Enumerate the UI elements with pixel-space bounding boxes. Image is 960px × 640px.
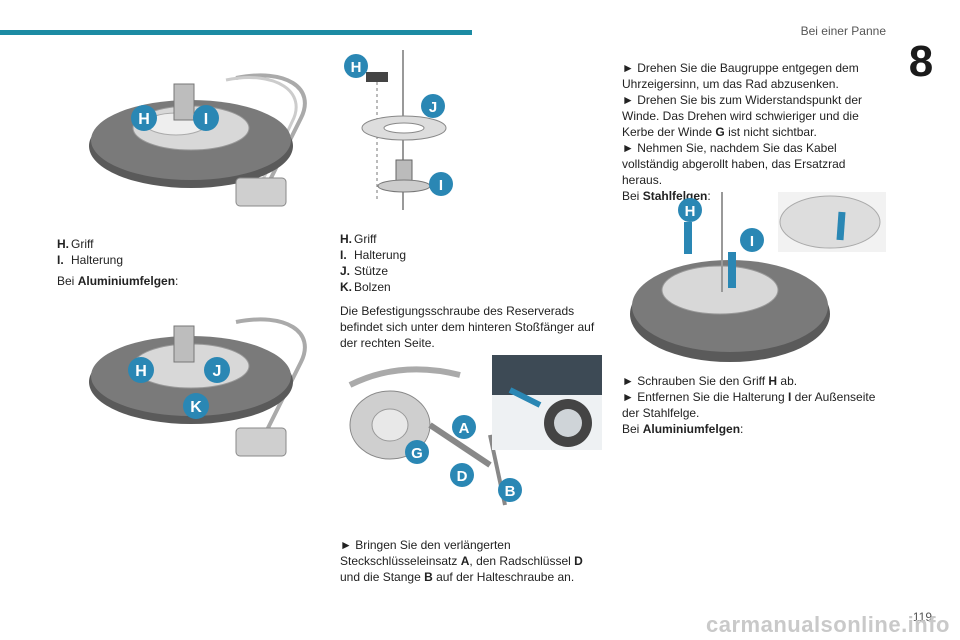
paragraph-bolt-location: Die Befestigungsschraube des Reserverads… — [340, 304, 595, 350]
legend-item: I.Halterung — [57, 253, 124, 267]
badge-k: K — [190, 399, 202, 416]
legend-col1: H.Griff I.Halterung — [57, 236, 297, 268]
badge-h: H — [351, 59, 362, 76]
badge-j: J — [429, 99, 437, 116]
badge-b: B — [505, 483, 516, 500]
figure-spare-wheel-2: H J K — [86, 300, 326, 465]
step-resistance: ► Drehen Sie bis zum Widerstandspunkt de… — [622, 93, 862, 139]
badge-g: G — [411, 445, 423, 462]
legend-item: I.Halterung — [340, 248, 407, 262]
figure-steel-rim: H I — [630, 192, 886, 364]
top-accent-bar — [0, 30, 472, 35]
figure-spare-wheel-1: H I — [86, 58, 326, 218]
badge-h: H — [135, 363, 147, 380]
step-unscrew-handle: ► Schrauben Sie den Griff H ab. — [622, 374, 798, 388]
step-attach-tools: ► Bringen Sie den verlängerten Steckschl… — [340, 538, 583, 584]
badge-i: I — [439, 177, 443, 194]
legend-item: J.Stütze — [340, 264, 389, 278]
step-lower-wheel: ► Drehen Sie die Baugruppe entgegen dem … — [622, 61, 859, 91]
legend-item: H.Griff — [340, 232, 377, 246]
chapter-number: 8 — [908, 37, 934, 86]
badge-j: J — [213, 363, 222, 380]
badge-h: H — [138, 111, 150, 128]
badge-a: A — [459, 420, 470, 437]
step-remove-bracket: ► Entfernen Sie die Halterung I der Auße… — [622, 390, 876, 420]
col3-steps-2: ► Schrauben Sie den Griff H ab. ► Entfer… — [622, 373, 886, 437]
badge-i: I — [750, 233, 754, 250]
legend-item: H.Griff — [57, 237, 94, 251]
figure-tool-assembly: A G D B — [340, 355, 602, 525]
step-remove-wheel: ► Nehmen Sie, nachdem Sie das Kabel voll… — [622, 141, 846, 187]
figure-bolt-assembly: H J I — [338, 50, 458, 215]
legend-col2: H.Griff I.Halterung J.Stütze K.Bolzen — [340, 231, 590, 295]
caption-alu-2: Bei Aluminiumfelgen: — [622, 422, 744, 436]
col3-steps: ► Drehen Sie die Baugruppe entgegen dem … — [622, 60, 886, 204]
watermark: carmanualsonline.info — [706, 612, 950, 637]
legend-item: K.Bolzen — [340, 280, 391, 294]
page-number: 119 — [912, 610, 932, 624]
badge-i: I — [204, 111, 208, 128]
badge-h: H — [685, 203, 696, 220]
caption-alu-1: Bei Aluminiumfelgen: — [57, 274, 179, 288]
badge-d: D — [457, 468, 468, 485]
section-title: Bei einer Panne — [800, 24, 886, 38]
